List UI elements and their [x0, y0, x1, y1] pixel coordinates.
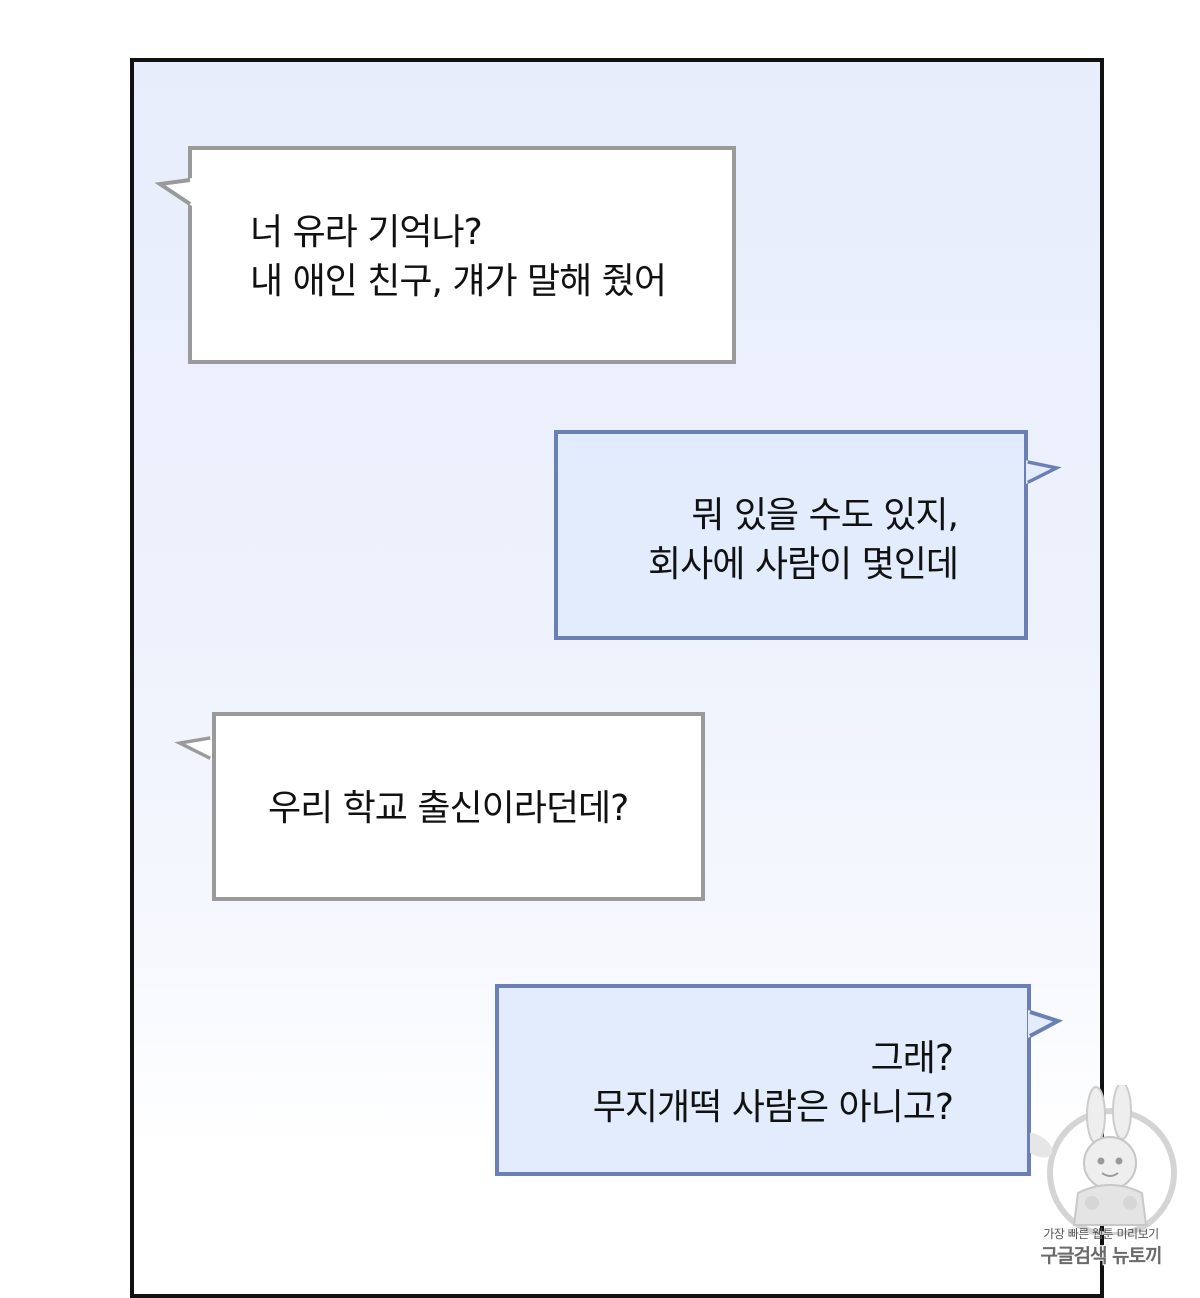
watermark-tagline: 가장 빠른 웹툰 미리보기 — [1043, 1227, 1159, 1241]
bunny-mascot-logo-icon — [1030, 1085, 1177, 1235]
bubble-3-tail-icon — [174, 736, 212, 761]
bubble-1-line-2: 내 애인 친구, 걔가 말해 줬어 — [250, 261, 667, 302]
speech-bubble-2: 뭐 있을 수도 있지, 회사에 사람이 몇인데 — [554, 430, 1028, 640]
bubble-2-line-1: 뭐 있을 수도 있지, — [691, 495, 959, 536]
watermark: 가장 빠른 웹툰 미리보기 구글검색 뉴토끼 — [1016, 1085, 1186, 1267]
bubble-4-line-2: 무지개떡 사람은 아니고? — [592, 1087, 954, 1128]
bubble-3-line-1: 우리 학교 출신이라던데? — [268, 788, 629, 829]
bubble-1-line-1: 너 유라 기억나? — [250, 212, 483, 253]
speech-bubble-3: 우리 학교 출신이라던데? — [212, 712, 705, 901]
bubble-1-tail-icon — [154, 178, 192, 206]
bubble-2-tail-icon — [1026, 460, 1062, 485]
watermark-brand: 구글검색 뉴토끼 — [1040, 1245, 1163, 1267]
bubble-4-line-1: 그래? — [870, 1038, 954, 1079]
speech-bubble-4: 그래? 무지개떡 사람은 아니고? — [495, 984, 1031, 1176]
speech-bubble-1: 너 유라 기억나? 내 애인 친구, 걔가 말해 줬어 — [188, 146, 736, 364]
bubble-4-tail-icon — [1028, 1010, 1064, 1038]
bubble-2-line-2: 회사에 사람이 몇인데 — [648, 544, 959, 585]
